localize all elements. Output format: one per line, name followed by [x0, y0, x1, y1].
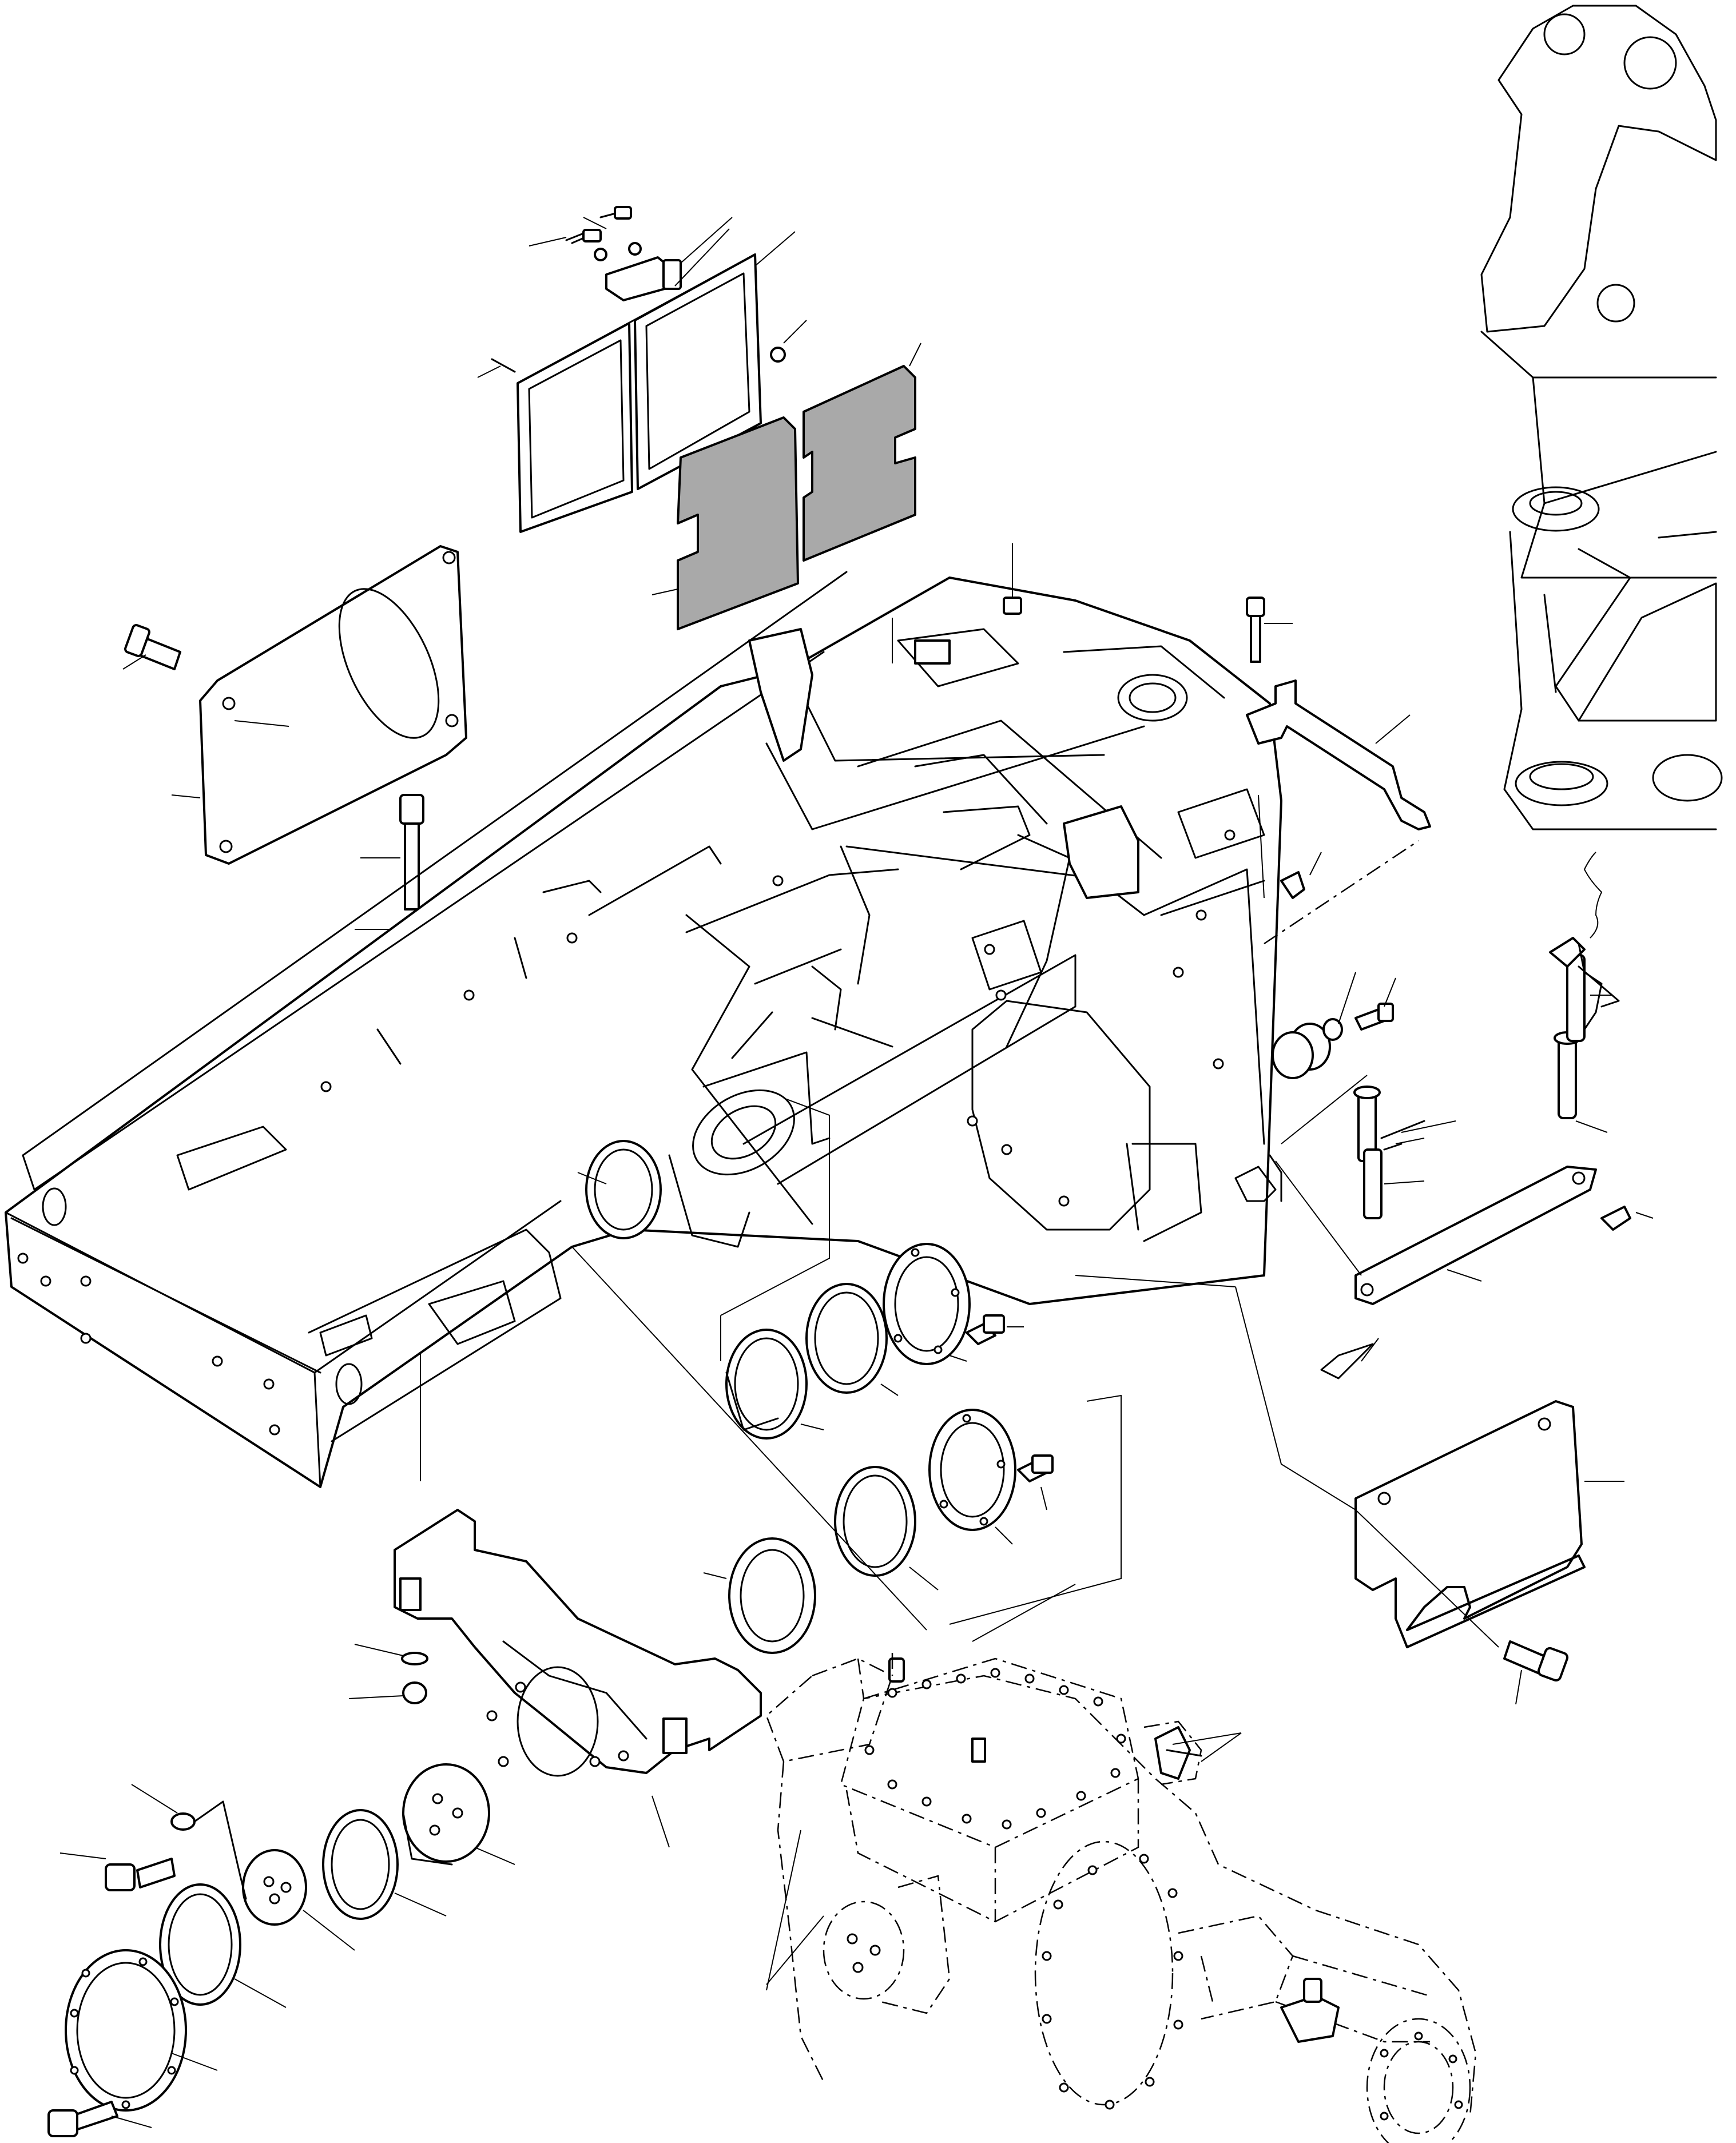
top-bracket-assembly — [529, 206, 733, 301]
hook-bracket — [1246, 597, 1431, 899]
cover-frames — [477, 231, 807, 533]
axle-differential — [765, 1584, 1477, 2143]
main-frame — [5, 571, 1282, 1488]
lower-yoke — [348, 1509, 762, 1848]
frame-leaders — [892, 543, 1419, 945]
left-cover-plate — [122, 545, 467, 865]
ring-set-upper — [577, 1098, 1024, 1440]
pin-assembly — [1234, 852, 1654, 1379]
boom-arm — [1480, 5, 1723, 830]
ring-set-lower — [571, 1246, 1122, 1654]
c-plate — [1075, 1275, 1624, 1705]
gray-pads — [652, 343, 921, 630]
lower-left-parts — [47, 1763, 515, 2137]
